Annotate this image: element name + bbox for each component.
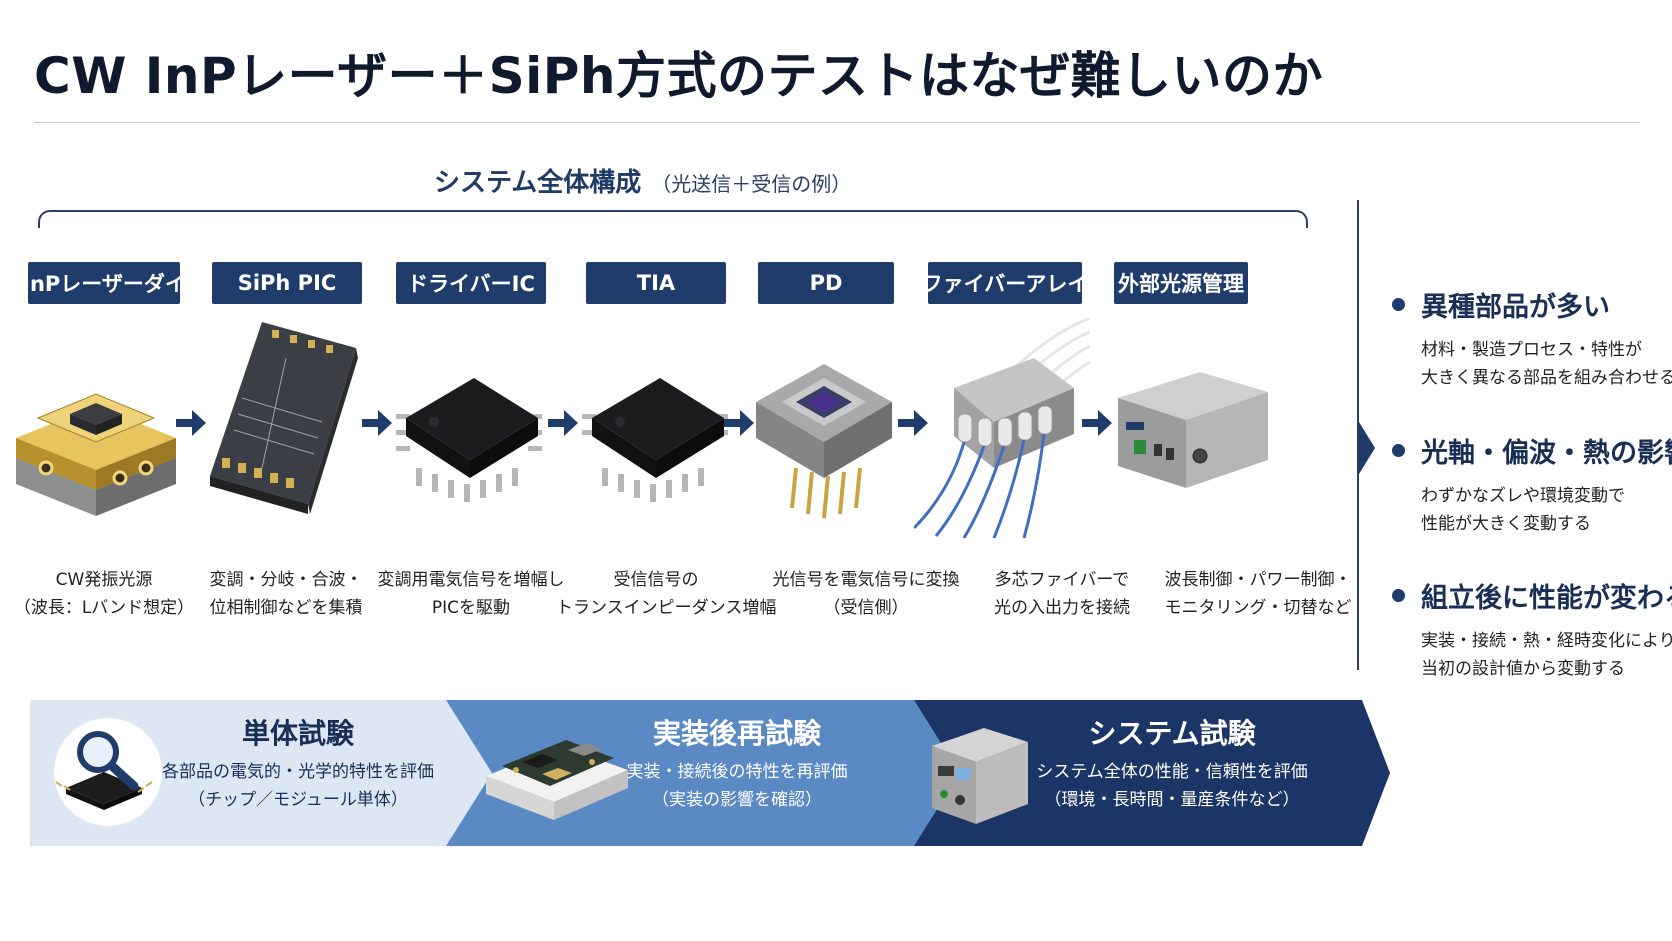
challenge-line: 当初の設計値から変動する <box>1421 659 1625 679</box>
desc-line: 位相制御などを集積 <box>209 598 363 618</box>
desc-line: モニタリング・切替など <box>1164 598 1352 618</box>
component-label-fiber-array: ファイバーアレイ <box>922 262 1088 304</box>
test-stage-system: システム試験 システム全体の性能・信頼性を評価 （環境・長時間・量産条件など） <box>1022 712 1322 814</box>
stage-line: （実装の影響を確認） <box>652 790 822 810</box>
stage-line: （チップ／モジュール単体） <box>188 790 408 810</box>
light-source-box-icon <box>1118 372 1268 488</box>
stage-line: 実装・接続後の特性を再評価 <box>626 762 848 782</box>
system-box-icon <box>932 728 1028 824</box>
bullet-icon <box>1392 444 1405 457</box>
magnifier-chip-icon <box>54 718 162 826</box>
desc-line: 変調・分岐・合波・ <box>209 570 363 590</box>
desc-line: （波長：Lバンド想定） <box>13 598 195 618</box>
photodiode-icon <box>756 364 892 519</box>
desc-line: トランスインピーダンス増幅 <box>556 598 777 618</box>
flow-arrow-icon <box>898 410 928 436</box>
desc-line: 光の入出力を接続 <box>994 598 1130 618</box>
driver-ic-icon <box>396 378 542 502</box>
component-label-light-source: 外部光源管理 <box>1114 262 1248 304</box>
stage-title: 単体試験 <box>241 717 354 750</box>
component-label-pd: PD <box>758 262 894 304</box>
component-desc-inp-laser: CW発振光源 （波長：Lバンド想定） <box>4 566 204 622</box>
component-desc-siph-pic: 変調・分岐・合波・ 位相制御などを集積 <box>186 566 386 622</box>
component-label-tia: TIA <box>586 262 726 304</box>
challenge-line: 性能が大きく変動する <box>1421 514 1591 534</box>
flow-arrow-icon <box>176 410 206 436</box>
title-divider <box>34 122 1640 123</box>
component-desc-light-source: 波長制御・パワー制御・ モニタリング・切替など <box>1158 566 1358 622</box>
bullet-icon <box>1392 298 1405 311</box>
desc-line: 受信信号の <box>613 570 699 590</box>
challenge-item: 光軸・偏波・熱の影響 わずかなズレや環境変動で 性能が大きく変動する <box>1392 431 1672 538</box>
component-label-driver-ic: ドライバーIC <box>396 262 546 304</box>
chevron-right-icon <box>1359 422 1375 474</box>
test-stage-post-assembly: 実装後再試験 実装・接続後の特性を再評価 （実装の影響を確認） <box>602 712 872 814</box>
flow-arrow-icon <box>1082 410 1112 436</box>
desc-line: 光信号を電気信号に変換 <box>772 570 960 590</box>
laser-die-icon <box>16 393 176 516</box>
system-heading-sub: （光送信＋受信の例） <box>651 172 852 196</box>
challenge-line: 大きく異なる部品を組み合わせる <box>1421 368 1672 388</box>
stage-line: （環境・長時間・量産条件など） <box>1044 790 1300 810</box>
stage-line: 各部品の電気的・光学的特性を評価 <box>162 762 434 782</box>
component-desc-fiber-array: 多芯ファイバーで 光の入出力を接続 <box>962 566 1162 622</box>
assembled-board-icon <box>486 740 628 820</box>
stage-title: システム試験 <box>1088 717 1256 750</box>
component-label-inp-laser: InPレーザーダイ <box>22 262 186 304</box>
tia-chip-icon <box>582 378 728 502</box>
component-label-siph-pic: SiPh PIC <box>212 262 362 304</box>
system-heading-main: システム全体構成 <box>434 168 642 198</box>
challenge-heading: 光軸・偏波・熱の影響 <box>1421 438 1672 469</box>
component-desc-tia: 受信信号の トランスインピーダンス増幅 <box>556 566 777 622</box>
challenge-line: わずかなズレや環境変動で <box>1421 486 1625 506</box>
system-heading: システム全体構成 （光送信＋受信の例） <box>434 162 851 199</box>
component-desc-driver-ic: 変調用電気信号を増幅し PICを駆動 <box>371 566 571 622</box>
desc-line: PICを駆動 <box>431 598 511 618</box>
challenge-line: 実装・接続・熱・経時変化により <box>1421 631 1672 651</box>
system-bracket <box>38 210 1308 228</box>
component-desc-pd: 光信号を電気信号に変換 （受信側） <box>766 566 966 622</box>
desc-line: 波長制御・パワー制御・ <box>1164 570 1352 590</box>
siph-pic-icon <box>210 322 358 514</box>
challenge-heading: 組立後に性能が変わる <box>1421 583 1672 614</box>
stage-line: システム全体の性能・信頼性を評価 <box>1036 762 1308 782</box>
fiber-array-icon <box>914 318 1090 538</box>
challenge-item: 組立後に性能が変わる 実装・接続・熱・経時変化により 当初の設計値から変動する <box>1392 576 1672 683</box>
stage-title: 実装後再試験 <box>652 717 821 750</box>
desc-line: CW発振光源 <box>55 570 153 590</box>
flow-arrow-icon <box>548 410 578 436</box>
desc-line: （受信側） <box>823 598 909 618</box>
flow-arrow-icon <box>362 410 392 436</box>
challenge-item: 異種部品が多い 材料・製造プロセス・特性が 大きく異なる部品を組み合わせる <box>1392 285 1672 392</box>
challenge-line: 材料・製造プロセス・特性が <box>1421 340 1642 360</box>
page-title: CW InPレーザー＋SiPh方式のテストはなぜ難しいのか <box>34 47 1323 105</box>
desc-line: 変調用電気信号を増幅し <box>377 570 565 590</box>
test-flow-banner: 単体試験 各部品の電気的・光学的特性を評価 （チップ／モジュール単体） 実装後再… <box>30 700 1390 846</box>
bullet-icon <box>1392 589 1405 602</box>
challenge-heading: 異種部品が多い <box>1421 292 1610 323</box>
section-divider <box>1357 200 1359 670</box>
desc-line: 多芯ファイバーで <box>994 570 1130 590</box>
flow-arrow-icon <box>724 410 754 436</box>
test-stage-unit: 単体試験 各部品の電気的・光学的特性を評価 （チップ／モジュール単体） <box>148 712 448 814</box>
